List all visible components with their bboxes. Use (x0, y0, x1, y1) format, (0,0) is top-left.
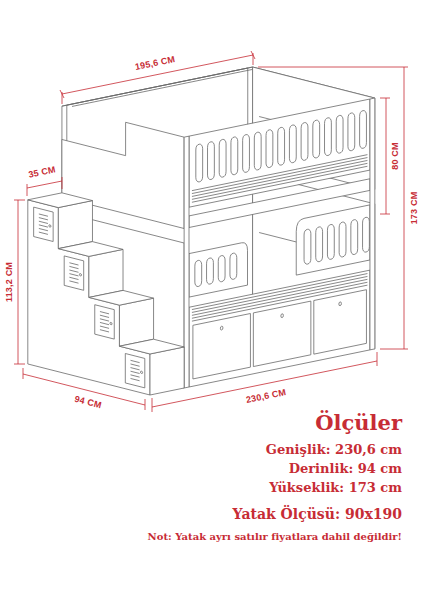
louver-line (100, 322, 109, 324)
louver-line (131, 364, 140, 366)
stair-door (34, 207, 54, 241)
louver-line (131, 375, 140, 377)
stair-door (64, 256, 84, 290)
louver-line (192, 166, 368, 202)
louver-line (39, 221, 48, 223)
rail-oval (304, 229, 311, 265)
louver-line (100, 315, 109, 317)
rail-oval (219, 139, 226, 178)
dimension-label: 195,6 CM (134, 54, 176, 72)
dimension-label: 94 CM (73, 394, 102, 410)
rail-oval (325, 117, 332, 156)
rail-oval (327, 224, 334, 260)
spec-line: Derinlik: 94 cm (289, 461, 402, 476)
louver-line (131, 378, 140, 380)
louver-line (69, 266, 78, 268)
louver-line (192, 285, 368, 321)
rail-oval (351, 219, 358, 255)
rail-oval (278, 127, 285, 166)
dimension-label: 35 CM (28, 164, 57, 179)
rail-oval (289, 124, 296, 163)
rail-oval (230, 253, 237, 281)
rail-oval (266, 129, 273, 168)
spec-line: Yatak Ölçüsü: 90x190 (233, 506, 402, 522)
louver-line (39, 225, 48, 227)
rail-oval (348, 112, 355, 151)
louver-line (100, 326, 109, 328)
louver-line (39, 218, 48, 220)
louver-line (100, 312, 109, 314)
louver-line (192, 282, 368, 318)
rail-oval (360, 110, 367, 149)
louver-line (39, 232, 48, 234)
rail-oval (196, 143, 203, 182)
louver-line (69, 281, 78, 283)
rail-oval (336, 115, 343, 154)
louver-line (192, 276, 368, 312)
rail-oval (363, 217, 370, 253)
louver-line (192, 163, 368, 199)
louver-line (69, 274, 78, 276)
rail-oval (313, 119, 320, 158)
note-text: Not: Yatak ayrı satılır fiyatlara dahil … (148, 531, 402, 542)
rail-oval (207, 257, 214, 285)
louver-line (69, 263, 78, 265)
louver-line (131, 360, 140, 362)
louver-line (131, 368, 140, 370)
louver-line (100, 330, 109, 332)
rail-oval (254, 131, 261, 170)
louver-line (69, 270, 78, 272)
spec-line: Genişlik: 230,6 cm (266, 442, 402, 457)
stair-door (95, 305, 115, 339)
door-knob (79, 273, 81, 276)
door-knob (110, 322, 112, 325)
louver-line (192, 158, 368, 194)
louver-line (100, 319, 109, 321)
rail-oval (218, 255, 225, 283)
rail-oval (231, 136, 238, 175)
rail-oval (208, 141, 215, 180)
dimension-label: 113,2 CM (4, 262, 14, 302)
heading: Ölçüler (315, 410, 402, 435)
door-knob (49, 225, 51, 228)
rail-oval (316, 226, 323, 262)
louver-line (192, 279, 368, 315)
louver-line (131, 371, 140, 373)
rail-oval (243, 134, 250, 173)
louver-line (192, 155, 368, 191)
louver-line (192, 160, 368, 196)
rail-oval (195, 260, 202, 288)
louver-line (39, 228, 48, 230)
rail-oval (339, 221, 346, 257)
louver-line (69, 277, 78, 279)
dimension-label: 230,6 CM (245, 387, 287, 405)
rail-oval (301, 122, 308, 161)
louver-line (192, 274, 368, 310)
dimension-label: 173 CM (409, 192, 419, 225)
dimension-label: 80 CM (390, 142, 400, 170)
stair-door (125, 353, 145, 387)
louver-line (39, 214, 48, 216)
spec-line: Yükseklik: 173 cm (269, 480, 402, 495)
door-knob (141, 371, 143, 374)
